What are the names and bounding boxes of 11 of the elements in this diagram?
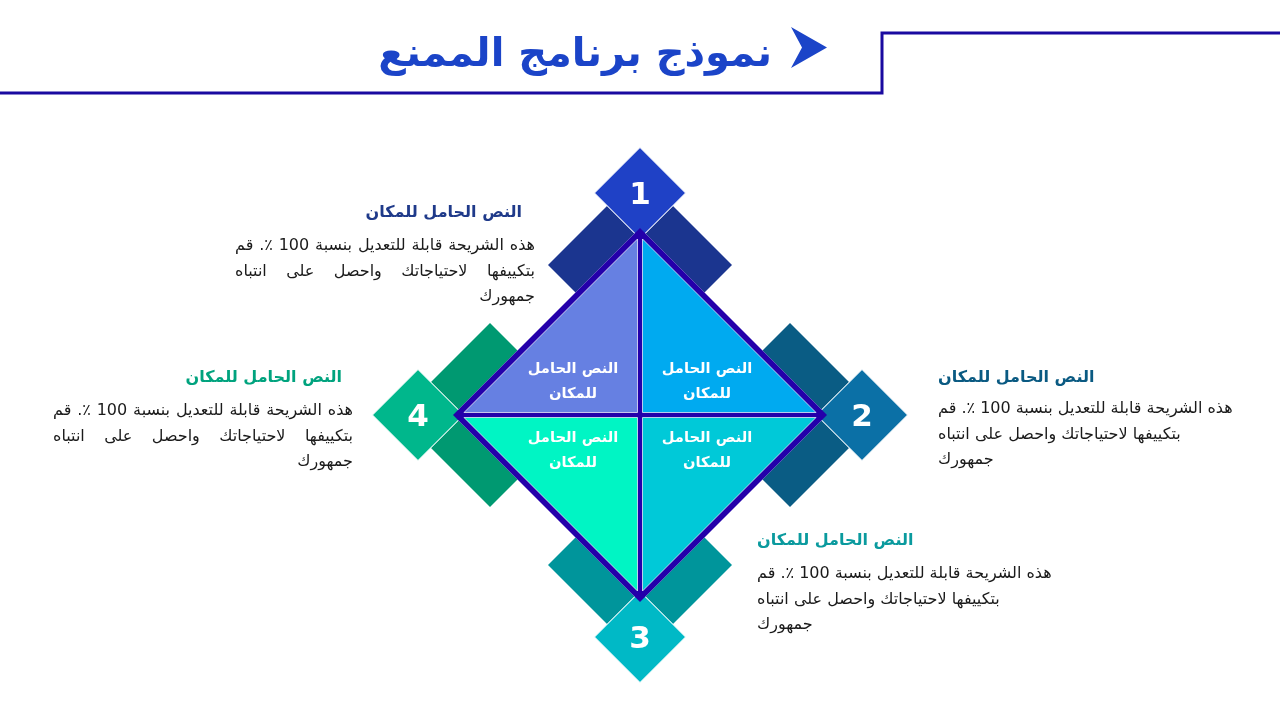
paragraph: هذه الشريحة قابلة للتعديل بنسبة 100 ٪. قم بتكييفها لاحتياجاتك واحصل على انتباه جمهورك [53, 399, 353, 473]
heading: النص الحامل للمكان [365, 201, 522, 223]
title: نموذج برنامج الممنع [378, 28, 772, 77]
triangle-panel: النص الحامل للمكان [640, 228, 827, 415]
triangle-panel: النص الحامل للمكان [453, 415, 640, 602]
heading: النص الحامل للمكان [757, 529, 914, 551]
paragraph: هذه الشريحة قابلة للتعديل بنسبة 100 ٪. قم بتكييفها لاحتياجاتك واحصل على انتباه جمهورك [938, 397, 1234, 471]
paragraph: هذه الشريحة قابلة للتعديل بنسبة 100 ٪. قم بتكييفها لاحتياجاتك واحصل على انتباه جمهورك [757, 562, 1053, 636]
paragraph: هذه الشريحة قابلة للتعديل بنسبة 100 ٪. قم بتكييفها لاحتياجاتك واحصل على انتباه جمهورك [235, 234, 535, 308]
heading: النص الحامل للمكان [185, 366, 342, 388]
heading: النص الحامل للمكان [938, 366, 1095, 388]
